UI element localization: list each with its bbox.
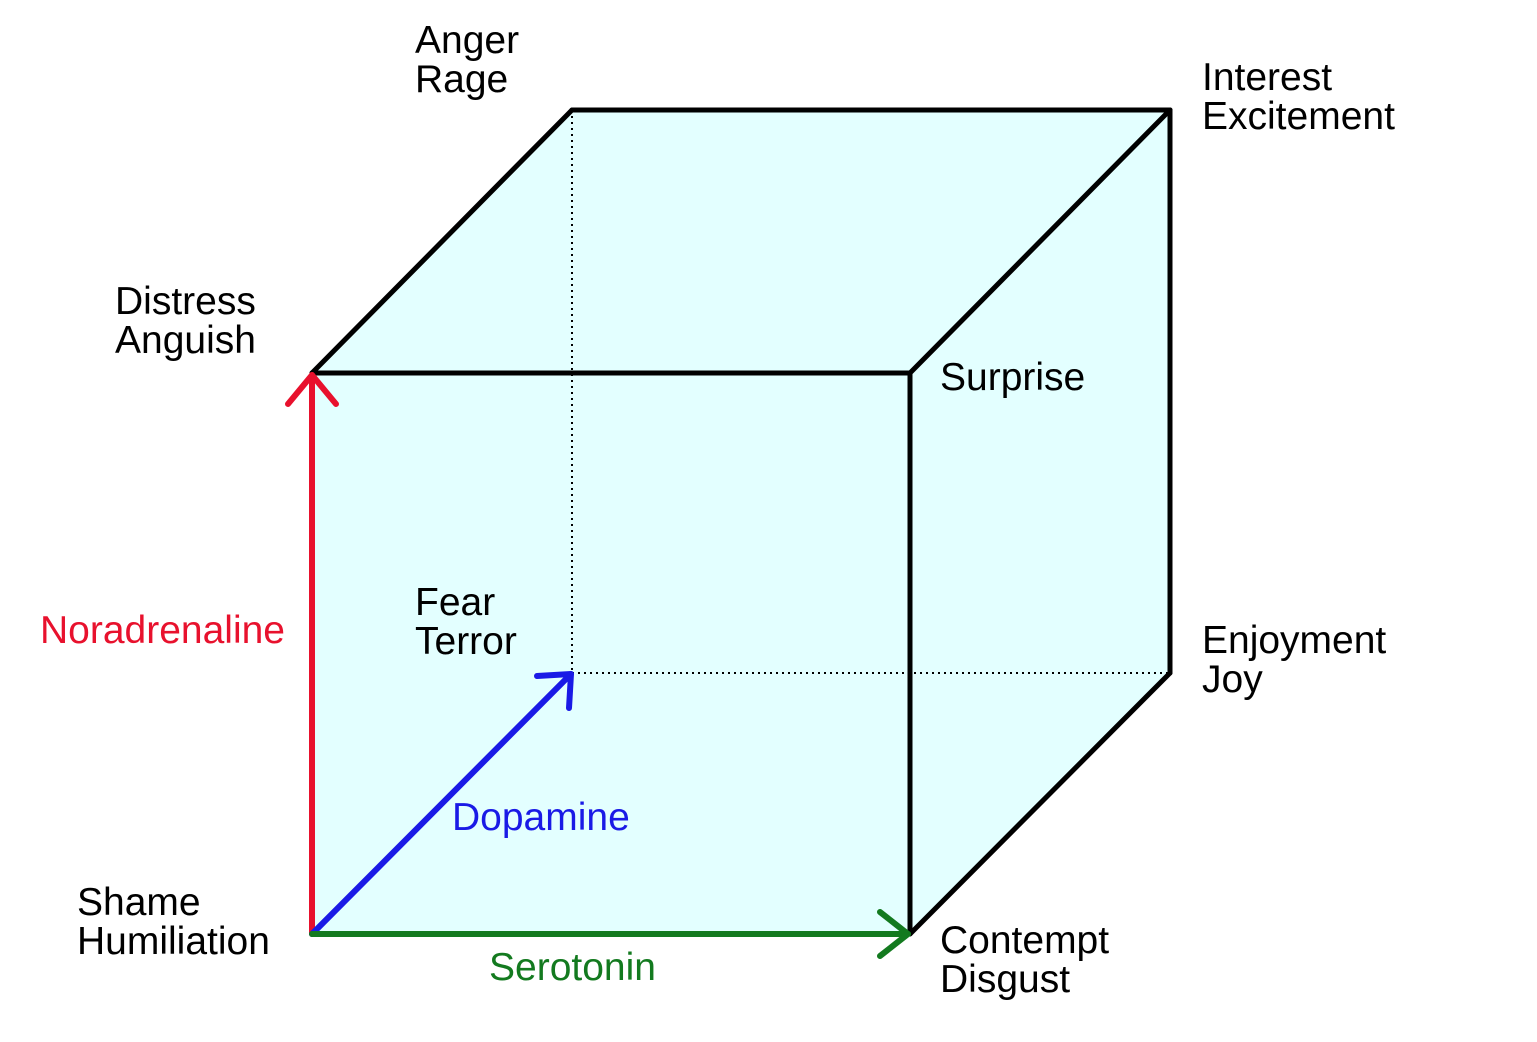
label-contempt-disgust: Contempt Disgust [940, 919, 1120, 1001]
right-face [910, 110, 1170, 934]
front-face [312, 373, 910, 934]
label-anger-rage: Anger Rage [415, 19, 530, 101]
label-interest-excitement: Interest Excitement [1202, 56, 1395, 138]
label-enjoyment-joy: Enjoyment Joy [1202, 619, 1397, 701]
label-fear-terror: Fear Terror [415, 581, 517, 663]
top-face [312, 110, 1170, 373]
axis-label-dopamine: Dopamine [452, 796, 630, 839]
axis-label-serotonin: Serotonin [489, 946, 656, 989]
serotonin-arrow [309, 909, 911, 959]
label-surprise: Surprise [940, 356, 1085, 399]
edge-bottom-right-diag [907, 670, 1173, 937]
noradrenaline-arrow [285, 372, 339, 937]
edge-top-left-diag [309, 107, 575, 376]
label-shame-humiliation: Shame Humiliation [77, 881, 270, 963]
label-distress-anguish: Distress Anguish [115, 280, 267, 362]
axis-label-noradrenaline: Noradrenaline [40, 609, 285, 652]
edge-top-right-diag [907, 107, 1173, 376]
dopamine-arrow [309, 671, 574, 937]
